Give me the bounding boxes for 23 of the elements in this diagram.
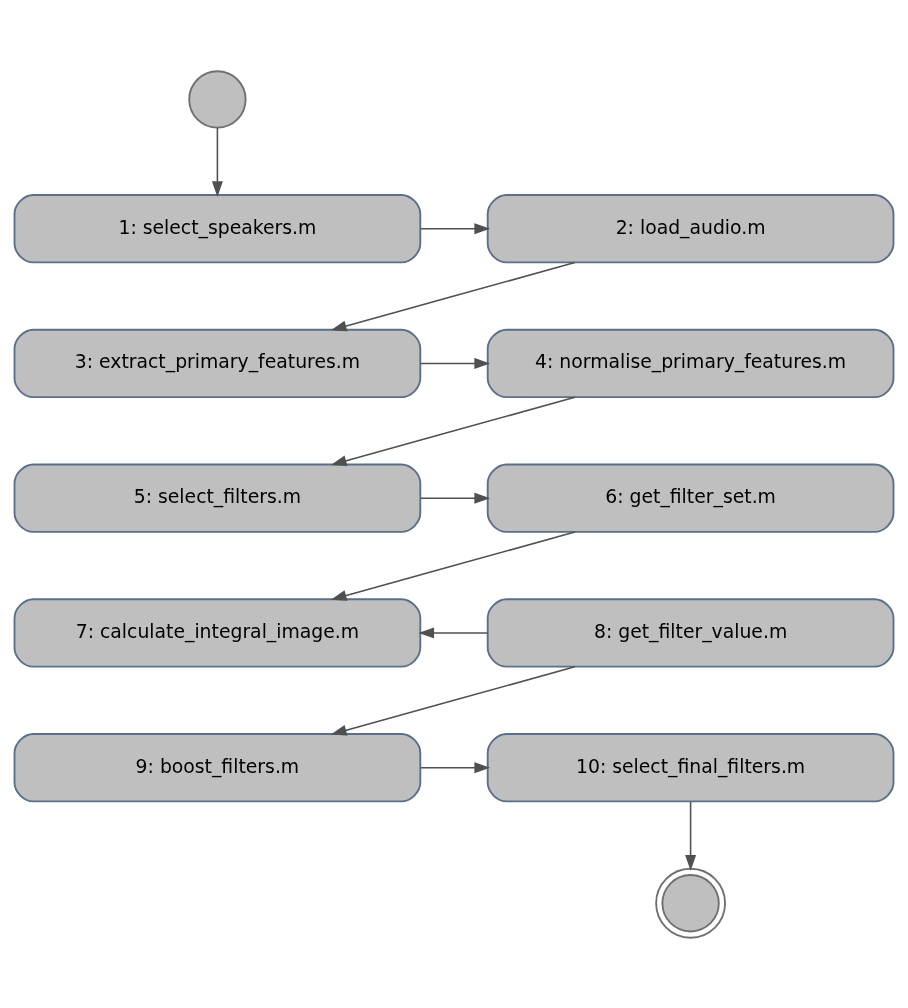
arrow: [418, 627, 489, 638]
node-box: 1: select_speakers.m: [13, 193, 422, 263]
node-box: 6: get_filter_set.m: [486, 463, 895, 533]
arrow: [419, 222, 491, 234]
arrow: [419, 357, 491, 369]
arrow: [211, 126, 223, 197]
node-box: 8: get_filter_value.m: [486, 597, 895, 668]
node-box: 7: calculate_integral_image.m: [13, 597, 422, 668]
node-box: 4: normalise_primary_features.m: [486, 328, 895, 398]
arrow: [330, 395, 576, 466]
node-box: 10: select_final_filters.m: [486, 732, 895, 802]
node-circle: [655, 867, 726, 939]
arrow: [685, 800, 697, 871]
arrow: [330, 261, 576, 331]
arrow: [330, 530, 576, 601]
node-box: 2: load_audio.m: [486, 193, 895, 263]
node-box: 3: extract_primary_features.m: [13, 328, 422, 398]
arrow: [330, 665, 576, 736]
node-box: 9: boost_filters.m: [13, 732, 422, 802]
node-box: 5: select_filters.m: [13, 463, 422, 533]
arrow: [419, 492, 491, 504]
node-circle: [188, 69, 247, 129]
arrow: [419, 761, 491, 773]
